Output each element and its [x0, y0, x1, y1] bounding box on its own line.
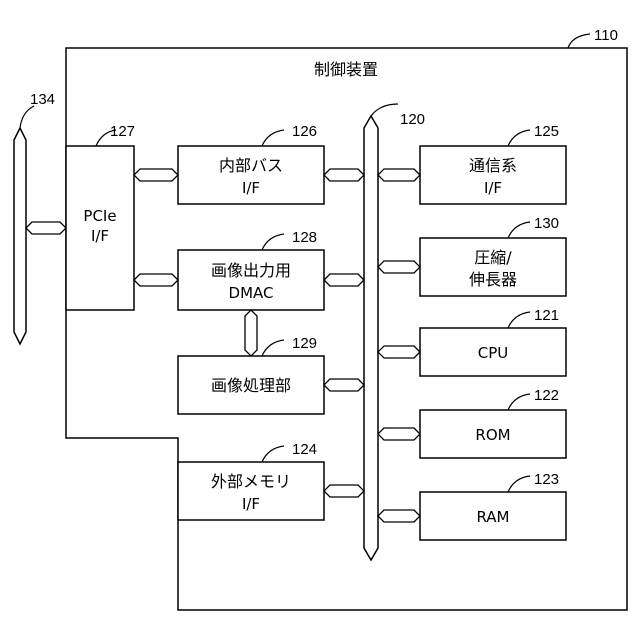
image-output-dmac-box: 画像出力用 DMAC — [178, 250, 324, 310]
svg-text:外部メモリ: 外部メモリ — [211, 472, 291, 491]
svg-text:121: 121 — [534, 307, 559, 324]
svg-text:I/F: I/F — [91, 227, 109, 245]
connector-pcie-to-dmac — [134, 274, 178, 286]
rom-box: ROM — [420, 410, 566, 458]
svg-text:130: 130 — [534, 215, 559, 232]
external-bus-ref-label: 134 — [20, 91, 55, 128]
svg-text:125: 125 — [534, 123, 559, 140]
connector-image-processing-to-bus — [324, 379, 364, 391]
svg-text:I/F: I/F — [242, 495, 260, 513]
connector-dmac-to-image-processing — [245, 310, 257, 356]
connector-bus-to-cpu — [378, 346, 420, 358]
internal-bus-if-box: 内部バス I/F — [178, 146, 324, 204]
svg-text:伸長器: 伸長器 — [469, 270, 517, 289]
svg-text:126: 126 — [292, 123, 317, 140]
svg-text:120: 120 — [400, 111, 425, 128]
svg-text:128: 128 — [292, 229, 317, 246]
connector-external-bus-to-pcie — [26, 222, 66, 234]
svg-text:129: 129 — [292, 335, 317, 352]
connector-internal-bus-if-to-bus — [324, 169, 364, 181]
svg-text:134: 134 — [30, 91, 55, 108]
svg-text:内部バス: 内部バス — [219, 156, 283, 175]
communication-if-box: 通信系 I/F — [420, 146, 566, 204]
compression-box: 圧縮/ 伸長器 — [420, 238, 566, 296]
connector-pcie-to-internal-bus-if — [134, 169, 178, 181]
controller-ref-label: 110 — [568, 27, 618, 48]
svg-text:圧縮/: 圧縮/ — [474, 248, 512, 267]
svg-text:画像処理部: 画像処理部 — [211, 376, 291, 395]
svg-text:CPU: CPU — [478, 344, 509, 362]
svg-text:DMAC: DMAC — [229, 284, 274, 302]
pcie-if-box: PCIe I/F — [66, 146, 134, 310]
internal-bus-if-ref-label: 126 — [262, 123, 317, 146]
connector-bus-to-compression — [378, 261, 420, 273]
svg-text:RAM: RAM — [476, 508, 509, 526]
svg-text:I/F: I/F — [484, 179, 502, 197]
connector-bus-to-rom — [378, 428, 420, 440]
svg-text:ROM: ROM — [475, 426, 510, 444]
main-bus-120 — [364, 116, 378, 560]
svg-text:PCIe: PCIe — [83, 207, 116, 225]
cpu-box: CPU — [420, 328, 566, 376]
connector-dmac-to-bus — [324, 274, 364, 286]
svg-text:123: 123 — [534, 471, 559, 488]
svg-text:画像出力用: 画像出力用 — [211, 261, 291, 280]
svg-text:通信系: 通信系 — [469, 156, 517, 175]
connector-external-memory-if-to-bus — [324, 485, 364, 497]
svg-text:122: 122 — [534, 387, 559, 404]
compression-ref-label: 130 — [508, 215, 559, 238]
image-output-dmac-ref-label: 128 — [262, 229, 317, 250]
connector-bus-to-ram — [378, 510, 420, 522]
connector-bus-to-communication — [378, 169, 420, 181]
svg-text:127: 127 — [110, 123, 135, 140]
image-processing-box: 画像処理部 — [178, 356, 324, 414]
rom-ref-label: 122 — [508, 387, 559, 410]
svg-text:I/F: I/F — [242, 179, 260, 197]
external-memory-if-box: 外部メモリ I/F — [178, 462, 324, 520]
ram-ref-label: 123 — [508, 471, 559, 492]
ram-box: RAM — [420, 492, 566, 540]
svg-text:110: 110 — [594, 27, 618, 44]
external-bus-134 — [14, 128, 26, 344]
main-bus-ref-label: 120 — [371, 104, 425, 128]
communication-if-ref-label: 125 — [508, 123, 559, 146]
cpu-ref-label: 121 — [508, 307, 559, 328]
controller-title: 制御装置 — [314, 60, 378, 79]
pcie-ref-label: 127 — [96, 123, 135, 146]
svg-text:124: 124 — [292, 441, 317, 458]
image-processing-ref-label: 129 — [262, 335, 317, 356]
external-memory-if-ref-label: 124 — [262, 441, 317, 462]
